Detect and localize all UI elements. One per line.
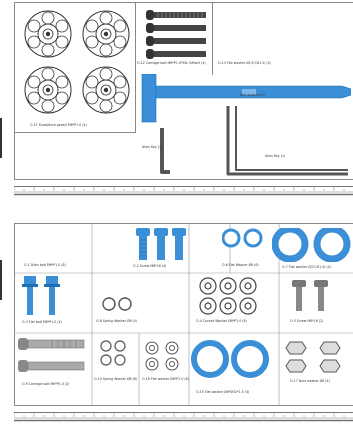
allen-key-2-icon — [226, 106, 348, 176]
nut-label: O-17 Nuts washer Ø6 (4) — [290, 379, 330, 383]
bolt-spanner-label: Bolt Spanner(1) — [240, 93, 266, 97]
nylon-washer-group — [145, 341, 179, 371]
bolt-spanner-icon — [146, 85, 351, 99]
big-flat-washer-group — [191, 340, 269, 378]
carriage-bolt-icon — [146, 10, 206, 20]
flanged-bolt-label: O-3 Flat bolt M6*P1.0 (4) — [22, 320, 62, 324]
curved-washer-label: O-4 Curved Washer Ø6*P1.0 (6) — [196, 319, 247, 323]
flat-washer-top-label: O-13 Flat washer Ø1/2"(Ø1.5) (2) — [218, 61, 271, 65]
allen-key-2-label: Allen Key (1) — [265, 154, 286, 158]
screw-icon — [136, 228, 150, 260]
flat-washer-large-group — [272, 228, 351, 262]
edge-marker — [0, 260, 2, 300]
divider-line — [14, 132, 136, 133]
knob-icon — [24, 66, 72, 114]
screw-right-group — [292, 280, 328, 311]
carriage-bolt-bottom-label: O-9 Carriage bolt M6*P1.0 (2) — [22, 382, 70, 386]
ruler-bottom — [14, 412, 353, 422]
screw-mid-group — [136, 228, 186, 260]
flat-washer-small-group — [222, 228, 263, 248]
spring-washer-2-label: O-10 Spring Washer Ø8 (8) — [94, 377, 138, 381]
knob-icon — [24, 10, 72, 58]
screw-mid-label: O-2 Screw M6*16 (4) — [133, 264, 167, 268]
big-flat-washer-label: O-15 Flat washer Ø6*Ø32*1.5 (4) — [196, 390, 250, 394]
nylon-washer-label: O-16 Flat washer Ø6*P1.0 (6) — [142, 377, 189, 381]
nut-group — [285, 341, 341, 373]
allen-key-1-icon — [160, 128, 170, 174]
knob-icon — [82, 66, 130, 114]
ruler-top — [14, 186, 353, 196]
flanged-bolt-group — [22, 276, 60, 315]
screw-right-label: O-5 Screw M6*16 (2) — [290, 319, 324, 323]
edge-marker — [0, 118, 2, 158]
knob-icon — [82, 10, 130, 58]
knob-group — [24, 10, 130, 114]
allen-bolt-label: O-1 Allen bolt M6*P1.0 (8) — [24, 263, 66, 267]
spring-washer-label: O-8 Spring Washer Ø6 (4) — [96, 319, 138, 323]
knob-label: O-11 Knob(front pedal) M6*P1.0 (4) — [30, 123, 87, 127]
allen-key-1-label: Allen Key (1) — [142, 145, 163, 149]
divider-line — [212, 2, 213, 75]
spring-washer-group — [102, 297, 132, 311]
carriage-bolt-bottom-group — [18, 338, 85, 372]
flat-washer-large-label: O-7 Flat washer Ø/2"(Ø1.5) (4) — [282, 265, 331, 269]
blue-tube-icon — [141, 74, 157, 123]
carriage-bolt-group — [146, 10, 206, 59]
curved-washer-group — [199, 277, 257, 315]
carriage-bolt-label: O-12 Carriage bolt M6*P1.0*55L 9/6w/5 (4… — [137, 61, 206, 65]
spring-washer-2-group — [100, 340, 126, 366]
divider-line — [135, 2, 136, 132]
flat-washer-small-label: O-6 Flat Washer Ø6 (6) — [222, 263, 259, 267]
